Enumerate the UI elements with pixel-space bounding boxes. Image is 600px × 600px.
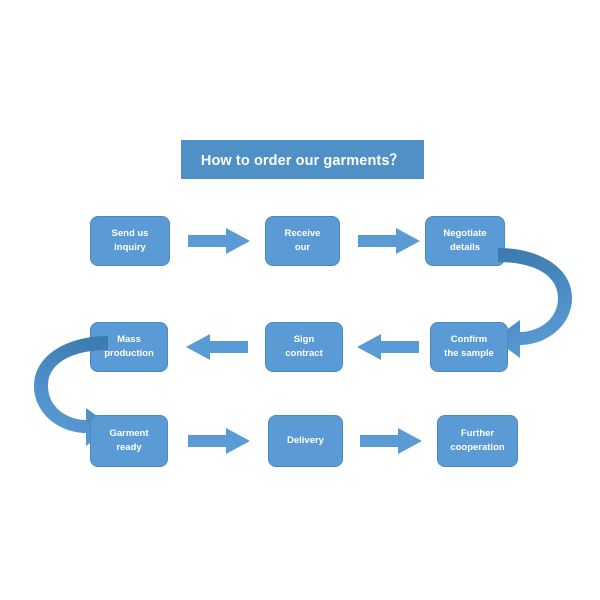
curve-arrow-right-uturn (494, 246, 580, 358)
node-confirm-the-sample[interactable]: Confirm the sample (430, 322, 508, 372)
node-label: Negotiate details (443, 228, 487, 253)
diagram-title-banner: How to order our garments？ (181, 140, 424, 179)
node-label: Delivery (287, 435, 324, 446)
node-garment-ready[interactable]: Garment ready (90, 415, 168, 467)
node-label: Sign contract (285, 334, 323, 359)
node-receive-our[interactable]: Receive our (265, 216, 340, 266)
node-further-cooperation[interactable]: Further cooperation (437, 415, 518, 467)
arrow-confirm-to-sign (357, 334, 419, 360)
arrow-sign-to-mass (186, 334, 248, 360)
arrow-delivery-to-further (360, 428, 422, 454)
node-label: Send us inquiry (111, 228, 149, 253)
node-sign-contract[interactable]: Sign contract (265, 322, 343, 372)
node-label: Garment ready (109, 428, 149, 453)
node-send-us-inquiry[interactable]: Send us inquiry (90, 216, 170, 266)
node-delivery[interactable]: Delivery (268, 415, 343, 467)
node-negotiate-details[interactable]: Negotiate details (425, 216, 505, 266)
node-label: Confirm the sample (444, 334, 494, 359)
node-label: Receive our (284, 228, 321, 253)
arrow-garment-to-delivery (188, 428, 250, 454)
page-title: How to order our garments？ (200, 153, 405, 169)
node-label: Mass production (104, 334, 154, 359)
arrow-send-to-receive (188, 228, 250, 254)
node-label: Further cooperation (450, 428, 505, 453)
arrow-receive-to-negotiate (358, 228, 420, 254)
